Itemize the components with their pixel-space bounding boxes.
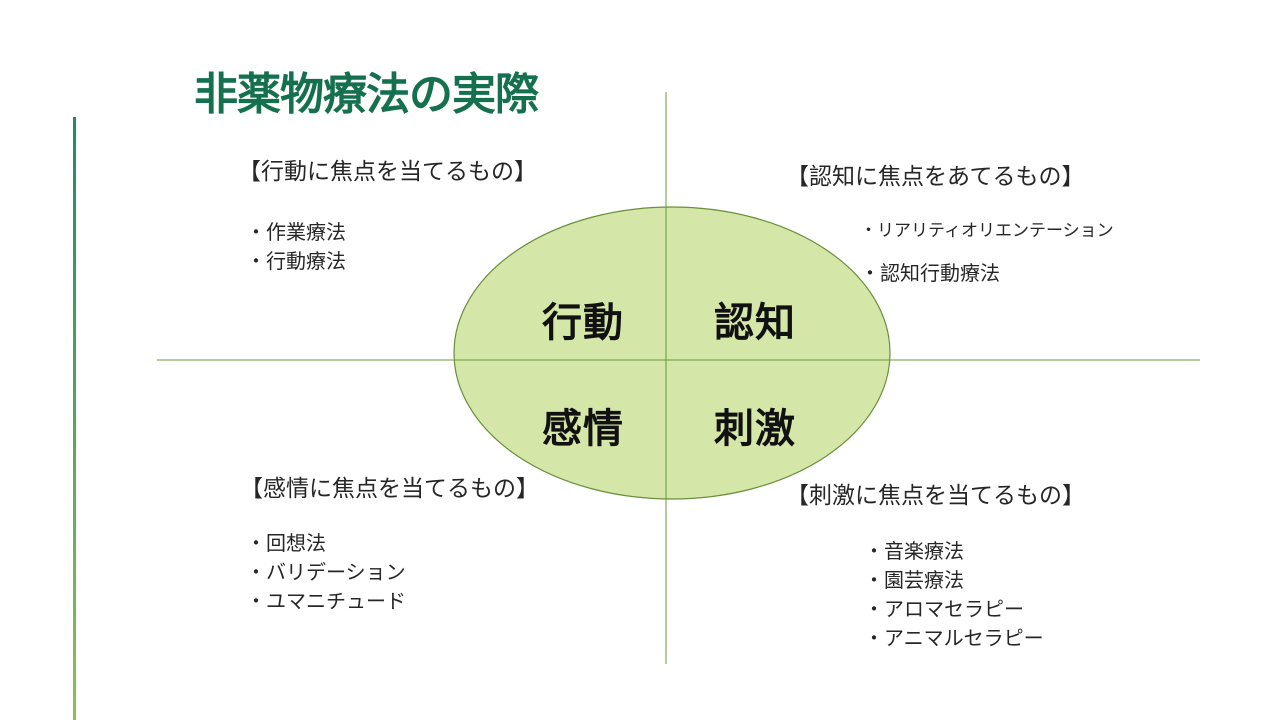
quadrant-list-cognition: ・リアリティオリエンテーション ・認知行動療法 [860, 219, 1114, 288]
list-item: ・バリデーション [246, 560, 406, 584]
list-item: ・音楽療法 [864, 539, 964, 563]
list-item: ・認知行動療法 [860, 261, 1000, 285]
quadrant-heading-emotion: 【感情に焦点を当てるもの】 [240, 476, 539, 502]
quadrant-heading-stimulus: 【刺激に焦点を当てるもの】 [786, 483, 1085, 509]
slide-title: 非薬物療法の実際 [194, 69, 539, 120]
quadrant-list-emotion: ・回想法 ・バリデーション ・ユマニチュード [246, 529, 406, 616]
accent-rule [73, 117, 76, 720]
list-item: ・ユマニチュード [246, 589, 406, 613]
list-item: ・アロマセラピー [864, 597, 1024, 621]
list-item: ・作業療法 [246, 220, 346, 244]
quadrant-heading-cognition: 【認知に焦点をあてるもの】 [786, 164, 1085, 190]
quadrant-list-behavior: ・作業療法 ・行動療法 [246, 218, 346, 276]
list-item: ・アニマルセラピー [864, 626, 1044, 650]
quadrant-list-stimulus: ・音楽療法 ・園芸療法 ・アロマセラピー ・アニマルセラピー [864, 537, 1044, 653]
center-word-cognition: 認知 [714, 300, 796, 346]
list-item: ・行動療法 [246, 249, 346, 273]
center-ellipse [453, 206, 891, 500]
quadrant-heading-behavior: 【行動に焦点を当てるもの】 [238, 159, 537, 185]
center-word-stimulus: 刺激 [714, 406, 796, 452]
list-item: ・リアリティオリエンテーション [860, 221, 1114, 241]
center-word-emotion: 感情 [542, 406, 624, 452]
list-item: ・園芸療法 [864, 568, 964, 592]
list-item: ・回想法 [246, 531, 326, 555]
center-word-behavior: 行動 [542, 300, 624, 346]
